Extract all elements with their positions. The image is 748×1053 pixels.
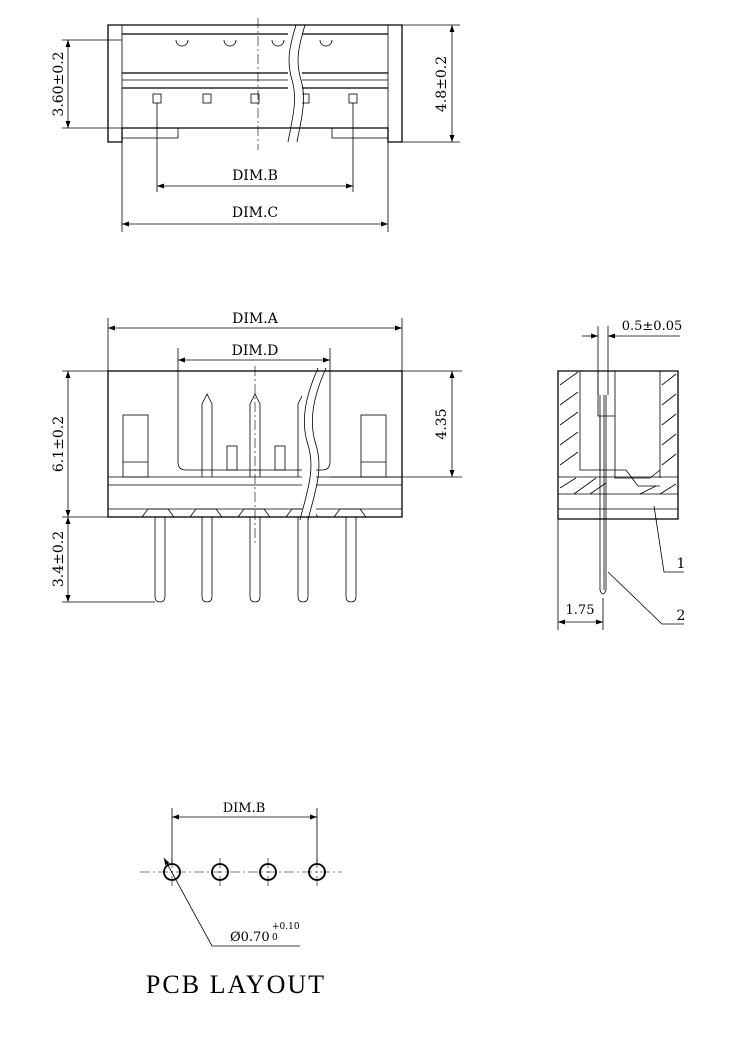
hole-tolerance-upper: +0.10 (272, 922, 300, 932)
top-view-pin (348, 93, 358, 104)
front-view-pin-tip (249, 393, 261, 477)
front-view-pin-tip (201, 393, 213, 477)
top-view-latch-right (331, 127, 389, 139)
front-view-window-left (122, 414, 149, 478)
top-view-latch-left (121, 127, 179, 139)
top-view-pin (202, 93, 212, 104)
side-view: 0.5±0.05 1.75 1 2 (557, 319, 686, 630)
pcb-dim-b-label: DIM.B (223, 801, 266, 816)
callout-1-leader (653, 505, 684, 573)
side-view-housing-section (557, 370, 679, 520)
dim-a-label: DIM.A (232, 311, 279, 327)
top-view-break-line (287, 24, 297, 143)
callout-2-leader (607, 571, 684, 625)
dim-c-label: DIM.C (232, 205, 278, 221)
dim-b-label: DIM.B (232, 168, 278, 184)
hole-diameter: Ø0.70 (230, 930, 270, 945)
front-view-pin-lead (345, 517, 357, 603)
front-view-pin-lead (154, 517, 166, 603)
front-view-break-line (299, 367, 319, 521)
top-view: 3.60±0.2 4.8±0.2 DIM.B DIM.C (51, 18, 460, 232)
dim-height-3-60: 3.60±0.2 (51, 51, 67, 116)
front-view-cavity (177, 371, 331, 471)
dim-d-label: DIM.D (232, 343, 279, 359)
top-view-pin (300, 93, 310, 104)
front-view-pin-lead (201, 517, 213, 603)
top-view-pin (250, 93, 260, 104)
pcb-layout: DIM.B Ø0.70 +0.10 0 PCB LAYOUT (140, 801, 342, 999)
callout-1: 1 (677, 556, 686, 572)
top-view-pin (152, 93, 162, 104)
front-view-pin-lead (249, 517, 261, 603)
dim-pin-length: 3.4±0.2 (51, 531, 67, 587)
pcb-layout-title: PCB LAYOUT (146, 970, 326, 999)
dim-body-height: 6.1±0.2 (51, 416, 67, 472)
hole-tolerance-lower: 0 (272, 933, 278, 943)
dim-cavity-depth: 4.35 (434, 408, 450, 439)
dim-pin-width: 0.5±0.05 (622, 319, 683, 334)
side-view-pin (599, 395, 607, 595)
dim-offset-1-75: 1.75 (566, 603, 595, 618)
dim-height-4-8: 4.8±0.2 (434, 56, 450, 112)
callout-2: 2 (677, 608, 686, 624)
front-view-window-right (360, 414, 387, 478)
front-view: DIM.A DIM.D 6.1±0.2 3.4±0.2 4.35 (51, 311, 462, 604)
hole-diameter-leader (163, 857, 300, 947)
top-view-rail (122, 33, 388, 89)
top-view-housing-outline (107, 24, 403, 143)
